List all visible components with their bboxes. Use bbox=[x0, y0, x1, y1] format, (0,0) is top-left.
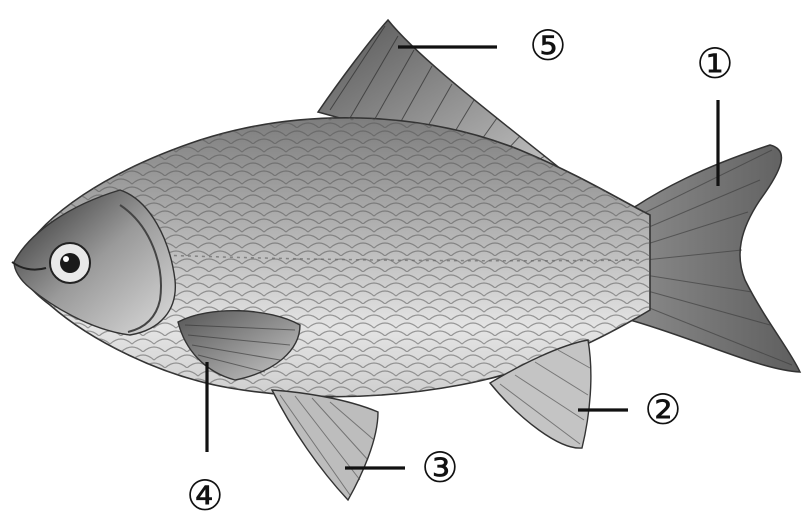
caudal-fin bbox=[630, 145, 800, 372]
label-3: ③ bbox=[421, 443, 459, 492]
label-2: ② bbox=[644, 385, 682, 434]
pelvic-fin bbox=[272, 390, 378, 500]
label-1: ① bbox=[696, 39, 734, 88]
label-5: ⑤ bbox=[529, 21, 567, 70]
label-4: ④ bbox=[186, 471, 224, 520]
fish-eye bbox=[50, 243, 90, 283]
